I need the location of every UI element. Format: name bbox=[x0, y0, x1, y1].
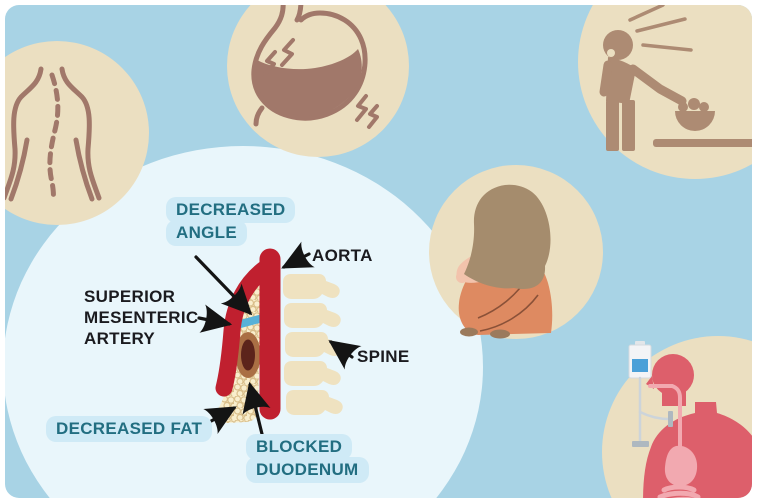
label-spine: SPINE bbox=[357, 347, 410, 366]
label-sma-line1: SUPERIOR bbox=[84, 287, 176, 306]
arrow-sma bbox=[197, 304, 233, 333]
symptom-circle-food-aversion bbox=[578, 5, 752, 179]
label-decreased-angle: DECREASED ANGLE bbox=[166, 197, 296, 246]
blocked-duodenum-cross-section bbox=[235, 332, 261, 378]
arrow-blocked-duodenum bbox=[242, 381, 271, 436]
symptom-circle-abdominal-pain bbox=[429, 165, 603, 339]
scoliosis-back-icon bbox=[5, 66, 102, 203]
arrow-decreased-angle bbox=[194, 255, 253, 316]
hunched-woman-icon bbox=[456, 184, 553, 339]
iv-drip bbox=[628, 341, 673, 447]
stomach-pain-icon bbox=[251, 5, 379, 129]
arrow-aorta bbox=[281, 241, 315, 269]
label-decreased-angle-line1: DECREASED bbox=[166, 197, 296, 223]
food-aversion-icon bbox=[599, 5, 752, 151]
label-blocked-duodenum: BLOCKED DUODENUM bbox=[246, 434, 369, 483]
symptom-circle-back bbox=[5, 41, 149, 225]
label-superior-mesenteric-artery: SUPERIOR MESENTERIC ARTERY bbox=[84, 286, 198, 349]
spine-vertebrae bbox=[283, 274, 343, 415]
label-aorta: AORTA bbox=[312, 246, 373, 265]
label-decreased-fat: DECREASED FAT bbox=[46, 416, 213, 442]
label-sma-line3: ARTERY bbox=[84, 329, 156, 348]
label-sma-line2: MESENTERIC bbox=[84, 308, 199, 327]
symptom-circle-stomach bbox=[227, 5, 409, 157]
arrow-spine bbox=[328, 340, 362, 370]
label-blocked-duodenum-line2: DUODENUM bbox=[246, 457, 369, 483]
label-decreased-angle-line2: ANGLE bbox=[166, 220, 247, 246]
label-decreased-fat-text: DECREASED FAT bbox=[46, 416, 213, 442]
label-blocked-duodenum-line1: BLOCKED bbox=[246, 434, 353, 460]
feeding-tube-patient-icon bbox=[628, 341, 752, 498]
symptom-circle-feeding-tube bbox=[602, 336, 752, 498]
